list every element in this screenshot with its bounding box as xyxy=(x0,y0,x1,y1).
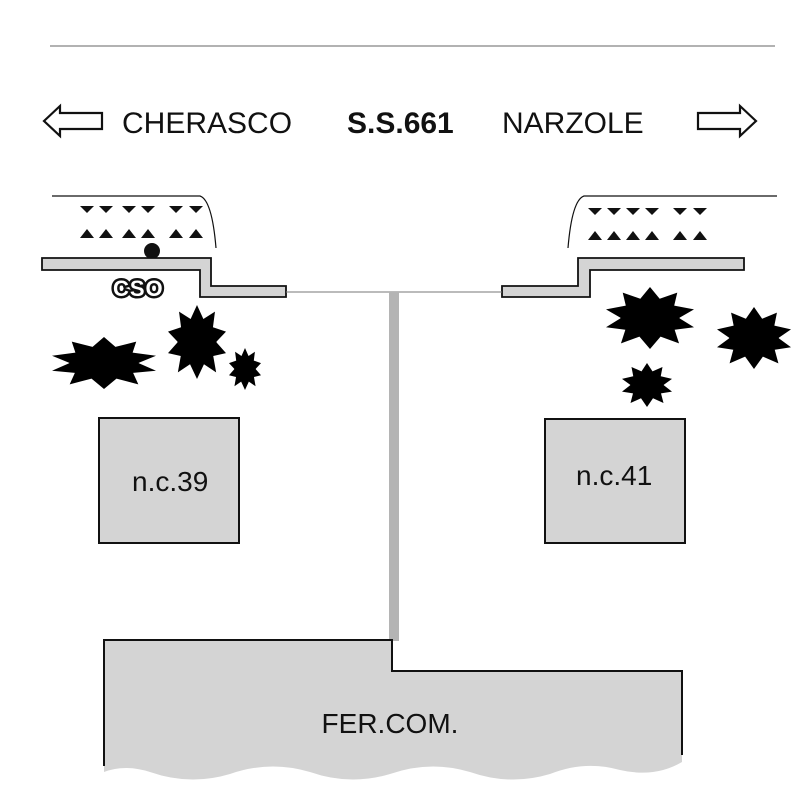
left-verge xyxy=(52,195,217,259)
road-header: CHERASCO S.S.661 NARZOLE xyxy=(42,103,758,140)
access-path xyxy=(389,292,399,641)
building-right-label: n.c.41 xyxy=(576,460,652,491)
road-code-label: S.S.661 xyxy=(347,107,454,140)
arrow-left-icon xyxy=(42,103,104,139)
right-verge xyxy=(567,195,777,249)
right-grass-symbols xyxy=(588,208,707,240)
bush-icon xyxy=(229,348,261,390)
cso-label: CSO xyxy=(113,276,164,301)
building-right: n.c.41 xyxy=(544,418,686,544)
bush-icon xyxy=(52,337,156,389)
west-destination-label: CHERASCO xyxy=(122,107,292,140)
building-left-label: n.c.39 xyxy=(132,466,208,497)
building-bottom-label: FER.COM. xyxy=(322,708,459,739)
building-bottom: FER.COM. xyxy=(103,639,683,780)
east-destination-label: NARZOLE xyxy=(502,107,644,140)
arrow-right-icon xyxy=(696,103,758,139)
bush-icon xyxy=(717,307,791,369)
left-road-edge xyxy=(41,257,287,298)
bush-icon xyxy=(168,305,226,379)
bush-icon xyxy=(622,363,672,407)
building-left: n.c.39 xyxy=(98,417,240,544)
bush-icon xyxy=(606,287,694,349)
left-grass-symbols xyxy=(80,206,203,238)
cso-marker-dot xyxy=(144,243,160,259)
right-road-edge xyxy=(501,257,745,298)
